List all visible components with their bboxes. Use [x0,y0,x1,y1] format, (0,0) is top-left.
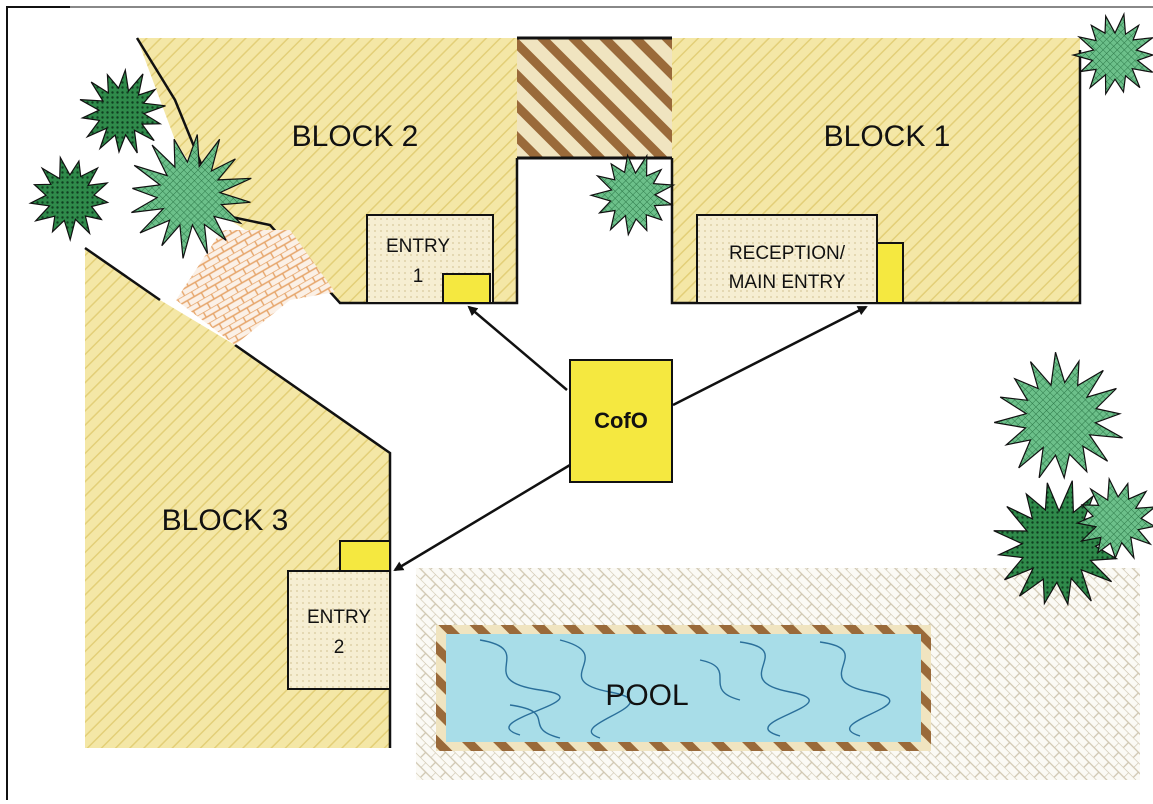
block-3-outline [84,246,161,302]
reception-box [696,214,878,304]
tree-icon [994,352,1123,480]
entry-2-door [339,540,391,572]
pool-waves [479,639,891,739]
block-1-label: BLOCK 1 [824,120,951,153]
arrow-icon-reception [672,305,868,407]
brick-path [176,230,335,345]
entry-1-label-line1: ENTRY [386,236,450,257]
tree-icon [79,67,166,154]
entry-2-label-line2: 2 [334,637,345,658]
site-boundary [6,6,70,800]
entry-1-door [442,273,491,304]
block-2-outline [135,37,519,305]
tree-icon [993,480,1121,607]
block-2-label: BLOCK 2 [292,120,419,153]
covered-walkway [517,38,672,158]
block-3-label: BLOCK 3 [162,504,289,537]
tree-icons [28,11,1153,607]
tree-icon [1070,11,1153,96]
reception-door [876,242,904,304]
cofo-box [569,359,673,483]
tree-icon [28,155,110,243]
tree-icon [131,134,252,259]
tree-icon [1075,476,1153,561]
pool-label: POOL [605,679,688,712]
arrow-icon-entry-1 [467,305,568,391]
pool-water [446,634,921,742]
entry-2-box [287,570,391,690]
tree-icon [588,153,676,237]
reception-label-line2: MAIN ENTRY [729,272,846,293]
reception-label-line1: RECEPTION/ [729,243,846,264]
cofo-label: CofO [594,408,648,433]
arrow-icon-entry-2 [393,463,571,572]
entry-1-label-line2: 1 [413,266,424,287]
entry-2-label-line1: ENTRY [307,607,371,628]
